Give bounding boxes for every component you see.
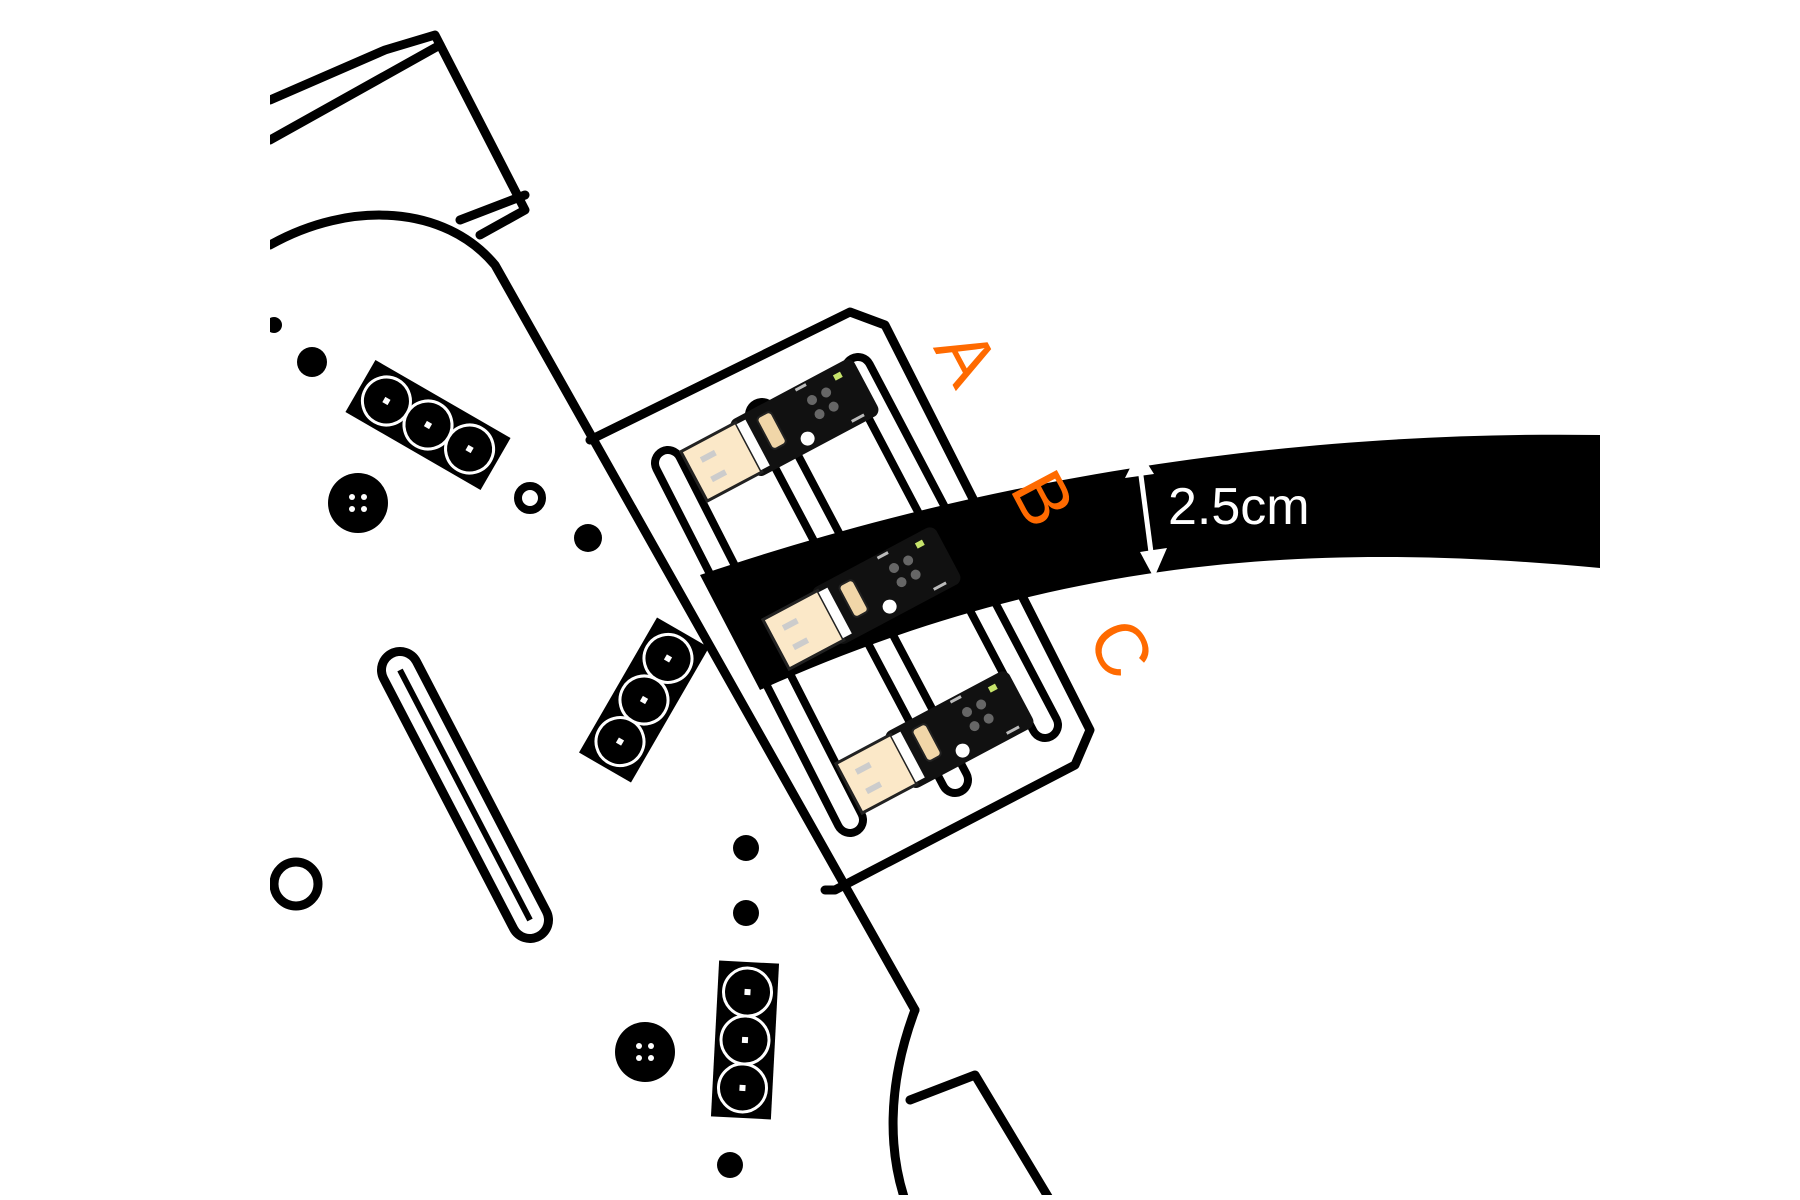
hole [733,835,759,861]
large-hole [615,1022,675,1082]
line-sensor-c [832,667,1038,819]
pad-row [577,615,711,785]
top-bracket [270,30,530,240]
hole [717,1152,743,1178]
dimension-label: 2.5cm [1168,478,1310,536]
hole [270,857,323,911]
label-c: C [1072,605,1170,691]
hole [574,524,602,552]
long-slot [377,647,553,943]
large-hole [328,473,388,533]
hole [733,900,759,926]
double-arrow-icon [1125,450,1167,578]
hole [270,317,282,333]
label-a: A [919,316,1016,399]
hole [297,347,327,377]
hole [514,482,546,514]
chassis-outline [270,210,1053,1195]
pad-row [343,358,513,492]
pad-row [709,959,781,1121]
